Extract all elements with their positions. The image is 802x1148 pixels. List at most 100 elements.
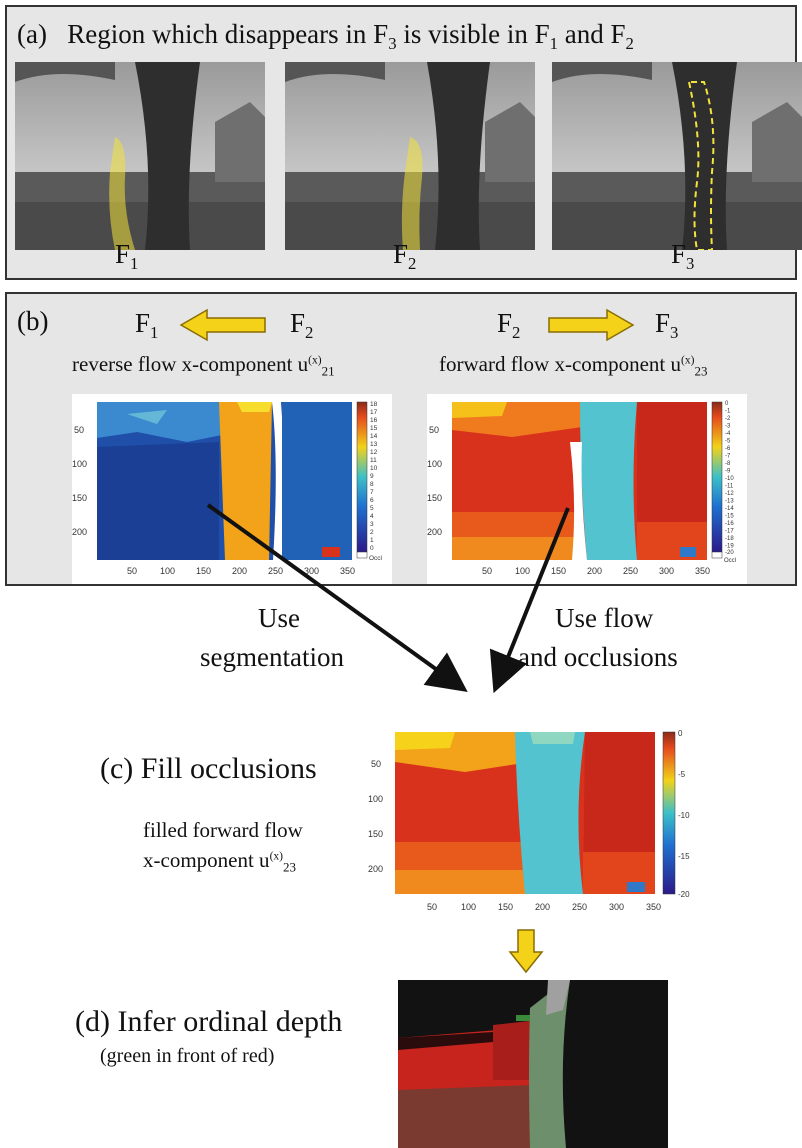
forward-flow-xtick: 200	[587, 566, 602, 576]
reverse-flow-yticks: 50 100 150 200	[72, 425, 87, 537]
svg-text:-7: -7	[725, 454, 731, 460]
svg-text:-5: -5	[678, 770, 686, 779]
svg-text:8: 8	[370, 481, 374, 488]
panel-d-title: (d) Infer ordinal depth	[75, 1005, 343, 1038]
frame-f2-caption: F2	[393, 239, 417, 273]
forward-flow-ytick: 200	[427, 527, 442, 537]
reverse-flow-xticks: 50 100 150 200 250 300 350	[127, 566, 355, 576]
svg-text:-20: -20	[678, 890, 690, 899]
forward-flow-xtick: 50	[482, 566, 492, 576]
svg-text:3: 3	[370, 521, 374, 528]
frame-f2-image	[285, 62, 535, 250]
filled-flow-ytick: 50	[371, 759, 381, 769]
svg-text:4: 4	[370, 513, 374, 520]
left-flow-caption: reverse flow x-component u(x)21	[72, 352, 335, 379]
forward-flow-xtick: 250	[623, 566, 638, 576]
panel-a: (a) Region which disappears in F3 is vis…	[5, 5, 802, 280]
reverse-flow-xtick: 350	[340, 566, 355, 576]
forward-flow-xtick: 150	[551, 566, 566, 576]
forward-flow-yticks: 50 100 150 200	[427, 425, 442, 537]
svg-text:-8: -8	[725, 461, 731, 467]
svg-text:0: 0	[678, 729, 683, 738]
filled-flow-xtick: 350	[646, 902, 661, 912]
svg-text:Occl: Occl	[724, 558, 736, 564]
svg-text:2: 2	[370, 529, 374, 536]
reverse-flow-colorbar-ticks: 18 17 16 15 14 13 12 11 10 9 8 7 6 5 4 3…	[369, 401, 383, 562]
panel-c-title: (c) Fill occlusions	[100, 752, 317, 785]
reverse-flow-ytick: 50	[74, 425, 84, 435]
svg-text:-6: -6	[725, 446, 731, 452]
reverse-flow-xtick: 200	[232, 566, 247, 576]
svg-text:0: 0	[725, 401, 729, 407]
svg-text:17: 17	[370, 409, 378, 416]
left-to-frame: F2	[290, 308, 314, 342]
svg-text:6: 6	[370, 497, 374, 504]
filled-flow-colorbar-ticks: 0 -5 -10 -15 -20	[678, 729, 690, 899]
panel-c-sub2: x-component u(x)23	[143, 848, 297, 875]
svg-text:14: 14	[370, 433, 378, 440]
left-yellow-arrow-icon	[179, 308, 266, 342]
right-flow-caption: forward flow x-component u(x)23	[439, 352, 708, 379]
svg-text:18: 18	[370, 401, 378, 408]
reverse-flow-ytick: 100	[72, 459, 87, 469]
frame-f3-image	[552, 62, 802, 250]
svg-text:Occl: Occl	[369, 555, 383, 562]
filled-flow-colorbar	[662, 731, 676, 895]
svg-text:15: 15	[370, 425, 378, 432]
svg-text:-16: -16	[725, 521, 734, 527]
reverse-flow-xtick: 250	[268, 566, 283, 576]
filled-flow-xtick: 100	[461, 902, 476, 912]
svg-text:10: 10	[370, 465, 378, 472]
svg-text:-5: -5	[725, 439, 731, 445]
right-from-frame: F2	[497, 308, 521, 342]
forward-flow-xtick: 100	[515, 566, 530, 576]
svg-text:0: 0	[370, 545, 374, 552]
svg-text:-11: -11	[725, 484, 734, 490]
flow-label-1: Use flow	[555, 603, 654, 633]
svg-text:-12: -12	[725, 491, 734, 497]
svg-text:-9: -9	[725, 469, 731, 475]
down-yellow-arrow-icon	[508, 929, 544, 974]
svg-text:9: 9	[370, 473, 374, 480]
reverse-flow-xtick: 300	[304, 566, 319, 576]
panel-c-sub1: filled forward flow	[143, 818, 303, 842]
panel-b-label: (b)	[17, 306, 49, 336]
svg-text:-2: -2	[725, 416, 731, 422]
filled-flow-yticks: 50 100 150 200	[368, 759, 383, 874]
filled-flow-xtick: 50	[427, 902, 437, 912]
ordinal-depth-image	[398, 980, 668, 1148]
svg-text:-15: -15	[725, 514, 734, 520]
reverse-flow-plot: 50 100 150 200 50 100 150 200 250 300 35…	[72, 394, 392, 584]
reverse-flow-xtick: 150	[196, 566, 211, 576]
filled-flow-xtick: 200	[535, 902, 550, 912]
svg-text:-18: -18	[725, 536, 734, 542]
filled-flow-ytick: 200	[368, 864, 383, 874]
forward-flow-ytick: 150	[427, 493, 442, 503]
forward-flow-colorbar-ticks: 0 -1 -2 -3 -4 -5 -6 -7 -8 -9 -10 -11 -12…	[724, 401, 736, 564]
svg-text:-20: -20	[725, 550, 734, 556]
svg-text:-14: -14	[725, 506, 734, 512]
svg-text:-4: -4	[725, 431, 731, 437]
svg-text:-19: -19	[725, 544, 734, 550]
frame-f3-caption: F3	[671, 239, 695, 273]
flow-label-2: and occlusions	[518, 642, 678, 672]
panel-d-subtitle: (green in front of red)	[100, 1045, 275, 1067]
right-to-frame: F3	[655, 308, 679, 342]
svg-text:-17: -17	[725, 529, 734, 535]
reverse-flow-xtick: 50	[127, 566, 137, 576]
filled-flow-ytick: 150	[368, 829, 383, 839]
svg-text:16: 16	[370, 417, 378, 424]
filled-flow-plot: 50 100 150 200 50 100 150 200 250 300 35…	[365, 722, 695, 922]
frame-f1-image	[15, 62, 265, 250]
svg-text:-1: -1	[725, 409, 731, 415]
svg-text:-15: -15	[678, 852, 690, 861]
reverse-flow-xtick: 100	[160, 566, 175, 576]
left-from-frame: F1	[135, 308, 159, 342]
flow-occlusion-arrow	[489, 507, 570, 694]
filled-flow-xticks: 50 100 150 200 250 300 350	[427, 902, 661, 912]
svg-text:13: 13	[370, 441, 378, 448]
segmentation-arrow	[206, 503, 468, 693]
right-yellow-arrow-icon	[548, 308, 635, 342]
segmentation-label-1: Use	[258, 603, 300, 633]
